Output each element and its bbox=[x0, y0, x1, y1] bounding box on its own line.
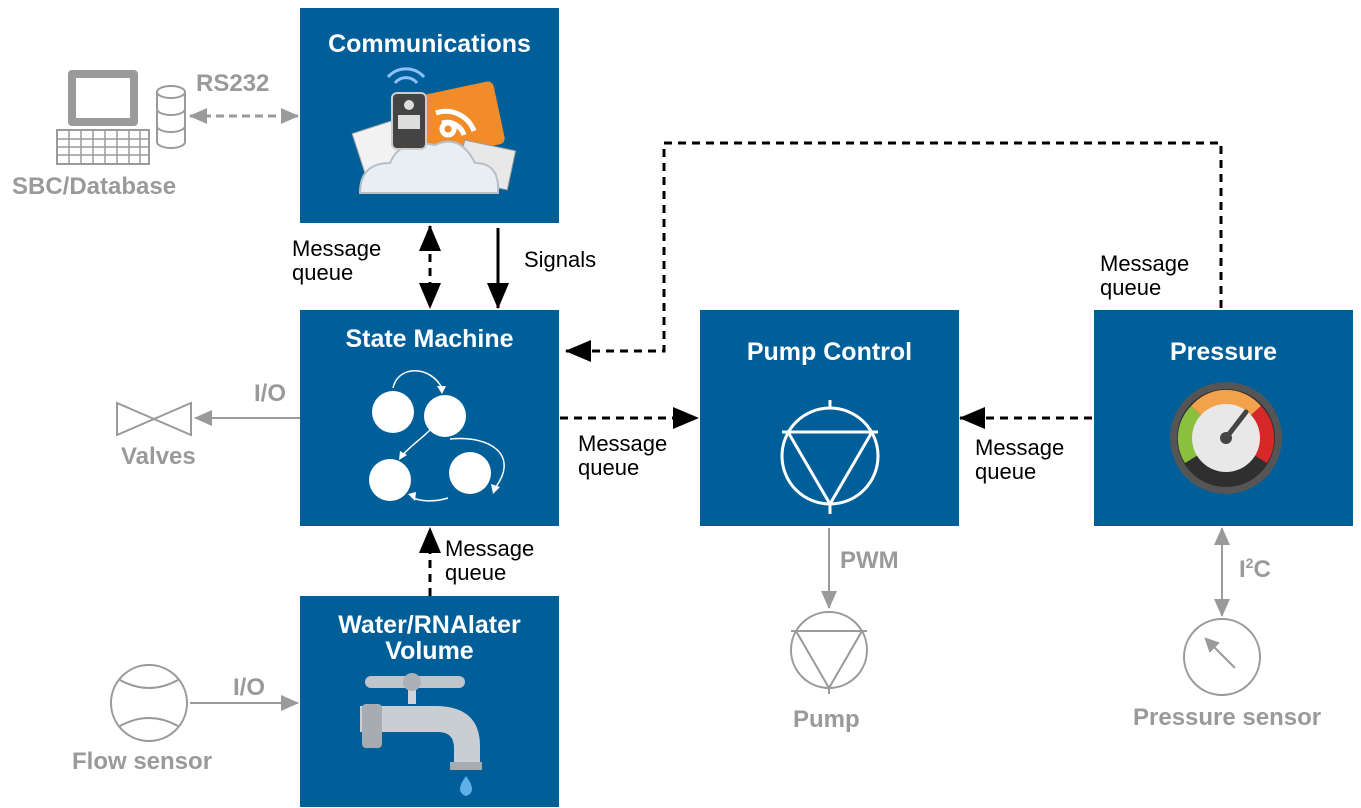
flow-sensor-label: Flow sensor bbox=[72, 748, 213, 775]
valves-label: Valves bbox=[121, 443, 196, 470]
block-title: Water/RNAlater Volume bbox=[338, 611, 521, 665]
faucet-icon bbox=[360, 673, 482, 796]
pressure-sensor-label: Pressure sensor bbox=[1133, 704, 1322, 731]
pump-symbol-icon bbox=[780, 400, 880, 514]
flow-sensor-icon bbox=[110, 664, 188, 742]
signals-label: Signals bbox=[524, 247, 597, 272]
communications-block: Communications bbox=[300, 8, 559, 223]
valve-icon bbox=[116, 401, 192, 437]
pressure-to-state-queue-label: Message queue bbox=[1100, 251, 1190, 300]
pump-label: Pump bbox=[793, 706, 860, 733]
block-title: Communications bbox=[328, 30, 531, 58]
i2c-label-end: C bbox=[1253, 556, 1271, 583]
flow-io-label: I/O bbox=[233, 674, 266, 701]
pressure-sensor-icon bbox=[1183, 618, 1261, 696]
block-title: Pump Control bbox=[746, 338, 913, 366]
water-to-state-queue-label: Message queue bbox=[445, 536, 535, 585]
gauge-icon bbox=[1170, 382, 1282, 494]
i2c-label-main: I bbox=[1239, 556, 1246, 583]
computer-icon bbox=[56, 70, 150, 165]
pump-control-block: Pump Control bbox=[700, 310, 959, 526]
rs232-label: RS232 bbox=[196, 70, 270, 97]
valves-io-label: I/O bbox=[254, 380, 287, 407]
communications-icon bbox=[351, 67, 517, 194]
pressure-to-state-queue-arrow bbox=[565, 141, 1223, 362]
water-volume-block: Water/RNAlater Volume bbox=[300, 596, 559, 807]
pump-icon bbox=[790, 611, 868, 694]
state-machine-block: State Machine bbox=[300, 310, 559, 526]
sbc-database-label: SBC/Database bbox=[12, 173, 177, 200]
i2c-label: I2C bbox=[1239, 550, 1271, 583]
pressure-to-pump-queue-label: Message queue bbox=[975, 435, 1065, 484]
pressure-block: Pressure bbox=[1094, 310, 1353, 526]
block-title: Pressure bbox=[1169, 338, 1278, 366]
pwm-label: PWM bbox=[840, 547, 899, 574]
comm-state-queue-label: Message queue bbox=[292, 236, 382, 285]
block-title: State Machine bbox=[345, 325, 514, 353]
state-machine-icon bbox=[369, 370, 505, 502]
database-icon bbox=[156, 85, 186, 149]
state-to-pump-queue-label: Message queue bbox=[578, 431, 668, 480]
i2c-label-superscript: 2 bbox=[1245, 555, 1254, 571]
